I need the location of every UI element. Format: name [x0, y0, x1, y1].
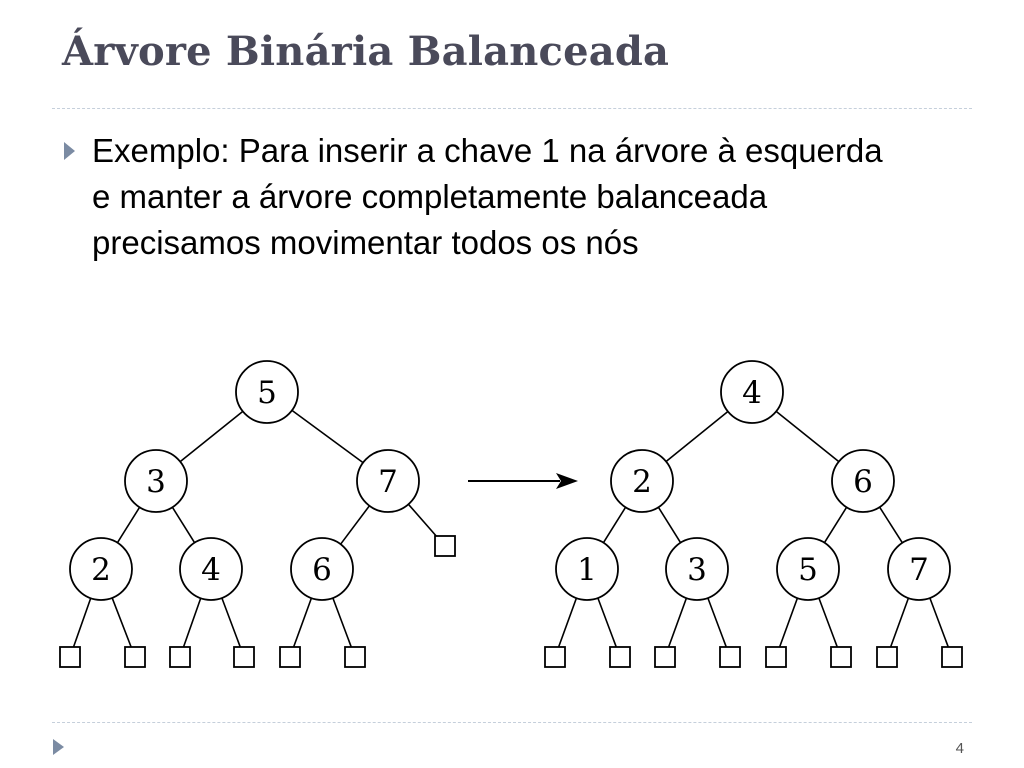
bullet-text: Exemplo: Para inserir a chave 1 na árvor…: [92, 128, 962, 266]
before-edge-3-4: [171, 506, 196, 544]
after-node-4: [720, 360, 784, 424]
after-null-leaf: [544, 646, 566, 668]
after-null-leaf: [654, 646, 676, 668]
slide-title: Árvore Binária Balanceada: [62, 28, 670, 75]
after-null-leaf: [830, 646, 852, 668]
before-node-label-6: 6: [312, 552, 332, 588]
before-leaf-edge: [293, 597, 313, 647]
before-leaf-edge: [111, 597, 132, 648]
before-leaf-edge: [407, 503, 439, 539]
before-edge-5-7: [291, 409, 364, 464]
after-node-1: [555, 537, 619, 601]
after-edge-2-3: [657, 506, 682, 544]
before-node-label-4: 4: [201, 552, 221, 588]
before-node-label-5: 5: [257, 375, 277, 411]
after-node-5: [776, 537, 840, 601]
before-node-label-2: 2: [91, 552, 111, 588]
after-leaf-edge: [707, 597, 727, 647]
after-edge-6-7: [878, 506, 904, 544]
before-node-2: [69, 537, 133, 601]
after-node-2: [610, 449, 674, 513]
bullet-line-2: e manter a árvore completamente balancea…: [92, 178, 768, 215]
before-leaf-edge: [182, 597, 202, 647]
after-null-leaf: [609, 646, 631, 668]
after-edge-4-2: [665, 410, 729, 463]
after-edge-6-5: [823, 506, 848, 544]
before-edge-7-6: [339, 505, 371, 545]
after-node-label-6: 6: [853, 464, 873, 500]
before-null-leaf: [279, 646, 301, 668]
before-node-6: [290, 537, 354, 601]
after-node-7: [887, 537, 951, 601]
after-leaf-edge: [558, 597, 578, 647]
after-node-3: [665, 537, 729, 601]
before-node-5: [235, 360, 299, 424]
after-leaf-edge: [818, 597, 838, 647]
before-node-3: [124, 449, 188, 513]
before-null-leaf: [124, 646, 146, 668]
title-divider: [52, 108, 972, 109]
after-null-leaf: [876, 646, 898, 668]
after-null-leaf: [941, 646, 963, 668]
before-null-leaf: [169, 646, 191, 668]
transformation-arrow: [468, 473, 578, 489]
bullet-triangle-icon: [64, 142, 75, 160]
after-leaf-edge: [929, 597, 949, 647]
after-leaf-edge: [668, 597, 688, 647]
after-leaf-edge: [779, 597, 799, 647]
before-node-4: [179, 537, 243, 601]
before-null-leaf: [434, 535, 456, 557]
after-null-leaf: [719, 646, 741, 668]
before-null-leaf: [59, 646, 81, 668]
tree-before: 5 3 7 2 4 6: [59, 360, 456, 668]
bullet-line-1: Exemplo: Para inserir a chave 1 na árvor…: [92, 132, 883, 169]
footer-divider: [52, 722, 972, 723]
before-edge-5-3: [179, 410, 244, 463]
before-null-leaf: [344, 646, 366, 668]
before-node-7: [356, 449, 420, 513]
bullet-line-3: precisamos movimentar todos os nós: [92, 224, 639, 261]
after-edge-2-1: [602, 506, 627, 544]
after-node-label-2: 2: [632, 464, 652, 500]
tree-after: 4 2 6 1 3 5 7: [544, 360, 963, 668]
after-leaf-edge: [597, 597, 617, 647]
before-node-label-7: 7: [378, 464, 398, 500]
page-number: 4: [955, 740, 964, 757]
before-null-leaf: [233, 646, 255, 668]
after-leaf-edge: [890, 597, 910, 647]
footer-triangle-icon: [53, 739, 64, 755]
after-node-6: [831, 449, 895, 513]
before-leaf-edge: [72, 597, 92, 647]
before-node-label-3: 3: [146, 464, 166, 500]
after-node-label-4: 4: [742, 375, 762, 411]
before-leaf-edge: [221, 597, 241, 647]
before-edge-3-2: [116, 506, 141, 544]
after-node-label-3: 3: [687, 552, 707, 588]
after-null-leaf: [765, 646, 787, 668]
after-node-label-7: 7: [909, 552, 929, 588]
after-edge-4-6: [775, 410, 840, 463]
after-node-label-1: 1: [577, 552, 597, 588]
before-leaf-edge: [332, 597, 352, 647]
after-node-label-5: 5: [798, 552, 818, 588]
tree-diagram: 5 3 7 2 4 6 4 2 6 1 3 5 7: [59, 360, 963, 668]
